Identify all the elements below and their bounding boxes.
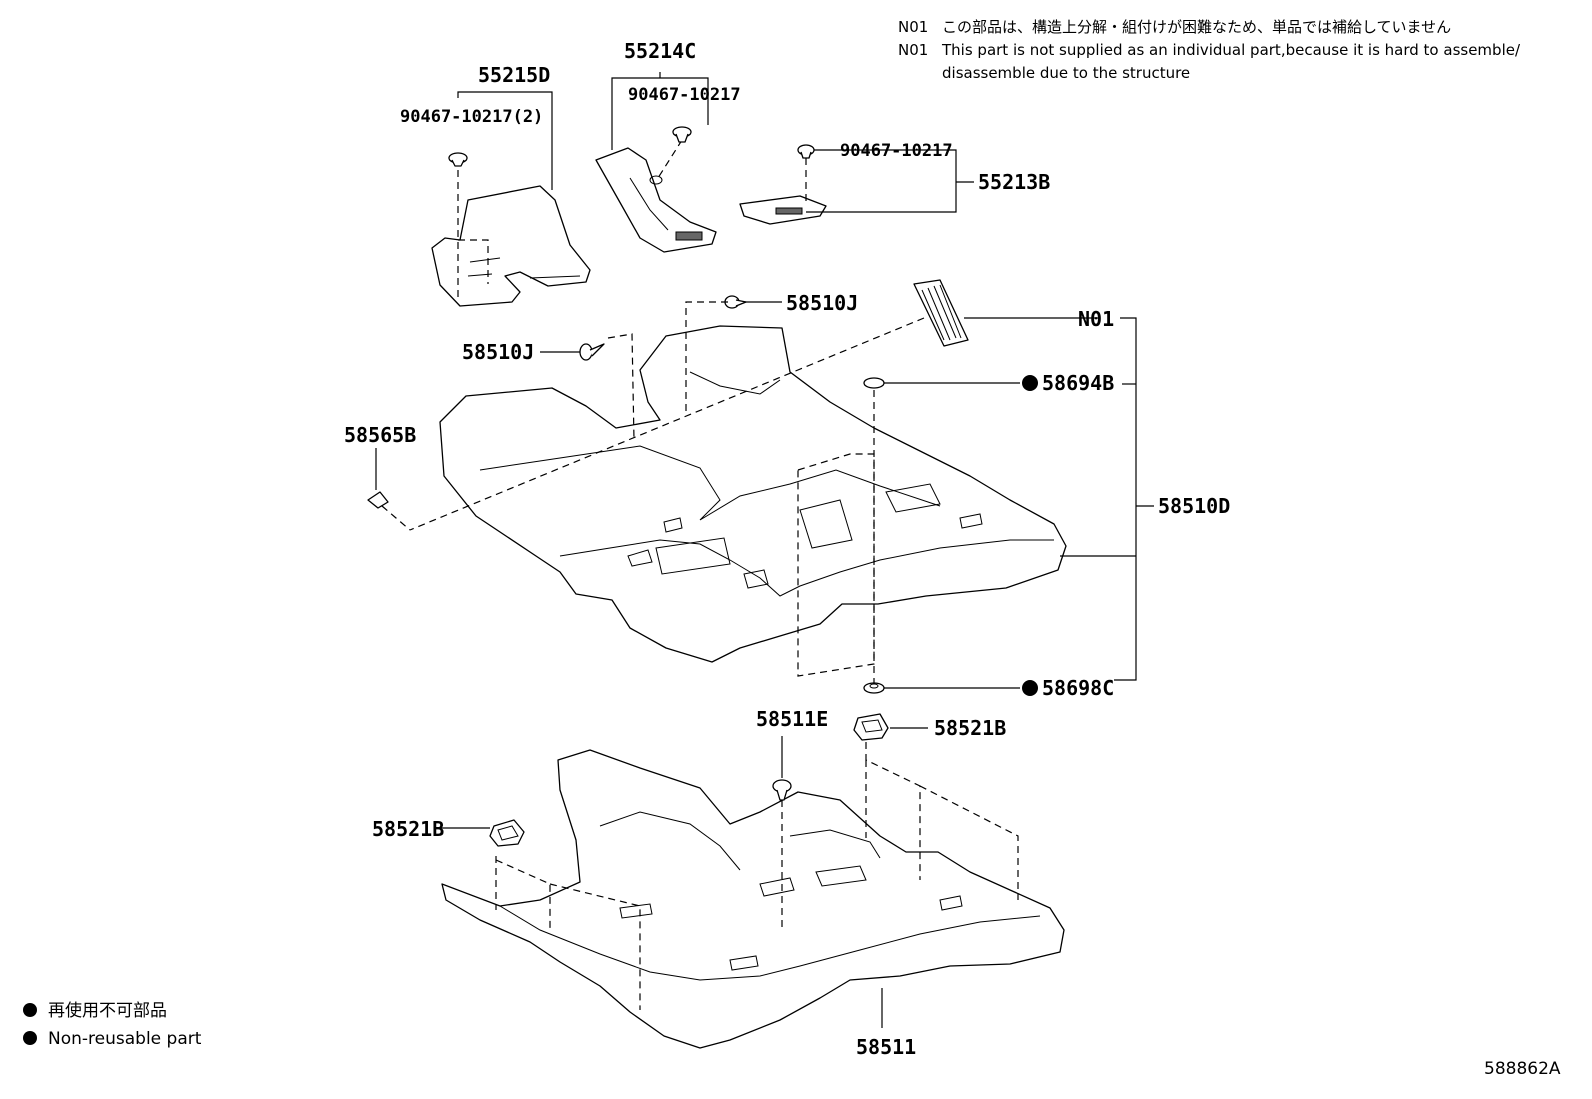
non-reusable-mark-icon bbox=[1022, 680, 1038, 696]
diagram-id: 588862A bbox=[1484, 1059, 1561, 1079]
fastener-icon bbox=[772, 779, 792, 801]
label-58521B-b: 58521B bbox=[372, 817, 444, 841]
dash-rear-left-b bbox=[549, 883, 641, 1010]
dash-58521B-right bbox=[865, 730, 921, 880]
clip-icon bbox=[724, 295, 747, 309]
clip-icon bbox=[448, 152, 468, 167]
label-55214C: 55214C bbox=[624, 39, 696, 63]
note-n01-japanese: この部品は、構造上分解・組付けが困難なため、単品では補給していません bbox=[942, 18, 1451, 36]
note-n01-code-en: N01 bbox=[898, 41, 928, 59]
label-58521B-a: 58521B bbox=[934, 716, 1006, 740]
note-n01-code-jp: N01 bbox=[898, 18, 928, 36]
part-N01-heel-pad bbox=[913, 279, 969, 347]
clip-icon bbox=[797, 144, 815, 159]
clip-block-icon bbox=[853, 713, 889, 741]
label-90467-10217-a: 90467-10217 bbox=[628, 85, 741, 105]
label-58510J-b: 58510J bbox=[462, 340, 534, 364]
label-58565B: 58565B bbox=[344, 423, 416, 447]
label-58694B: 58694B bbox=[1042, 371, 1114, 395]
label-55215D: 55215D bbox=[478, 63, 550, 87]
dash-58510J-b bbox=[607, 333, 635, 441]
dash-58565B bbox=[381, 505, 411, 531]
clip-icon bbox=[579, 343, 605, 361]
label-58510D: 58510D bbox=[1158, 494, 1230, 518]
label-90467-10217-b: 90467-10217 bbox=[840, 141, 953, 161]
clip-block-icon bbox=[489, 819, 525, 847]
legend-english: Non-reusable part bbox=[48, 1029, 202, 1049]
label-55213B: 55213B bbox=[978, 170, 1050, 194]
leader-55213B bbox=[806, 149, 957, 213]
note-n01-english-1: This part is not supplied as an individu… bbox=[941, 41, 1521, 59]
label-58698C: 58698C bbox=[1042, 676, 1114, 700]
clip-icon bbox=[672, 126, 692, 143]
part-55215D-silencer-pad bbox=[431, 185, 591, 307]
dash-rear-right bbox=[919, 785, 1019, 900]
fastener-icon bbox=[367, 491, 389, 509]
legend-bullet-icon bbox=[23, 1003, 37, 1017]
dash-58510J-a bbox=[685, 301, 728, 416]
dash-N01-58565B bbox=[409, 317, 925, 531]
part-55214C-tunnel-pad bbox=[595, 147, 717, 253]
dash-55214C-clip bbox=[657, 139, 683, 179]
part-55213B-small-pad bbox=[739, 195, 827, 225]
label-90467-10217-2: 90467-10217(2) bbox=[400, 107, 543, 127]
label-58511E: 58511E bbox=[756, 707, 828, 731]
legend-bullet-icon bbox=[23, 1031, 37, 1045]
grommet-icon bbox=[863, 682, 885, 694]
note-n01-english-2: disassemble due to the structure bbox=[942, 64, 1190, 82]
leader-55215D bbox=[457, 91, 553, 190]
grommet-icon bbox=[863, 377, 885, 389]
leader-58510D-bracket bbox=[1114, 317, 1137, 681]
label-58510J-a: 58510J bbox=[786, 291, 858, 315]
part-58511-rear-floor-carpet bbox=[441, 749, 1065, 1049]
dash-rear-left bbox=[495, 859, 551, 930]
dash-55215D-box bbox=[458, 239, 489, 284]
clip-hole-icon bbox=[649, 175, 663, 185]
label-N01: N01 bbox=[1078, 307, 1114, 331]
part-58510D-floor-carpet bbox=[439, 325, 1067, 663]
legend-japanese: 再使用不可部品 bbox=[48, 1000, 167, 1021]
non-reusable-mark-icon bbox=[1022, 375, 1038, 391]
label-58511: 58511 bbox=[856, 1035, 916, 1059]
dash-center-box bbox=[797, 453, 875, 677]
